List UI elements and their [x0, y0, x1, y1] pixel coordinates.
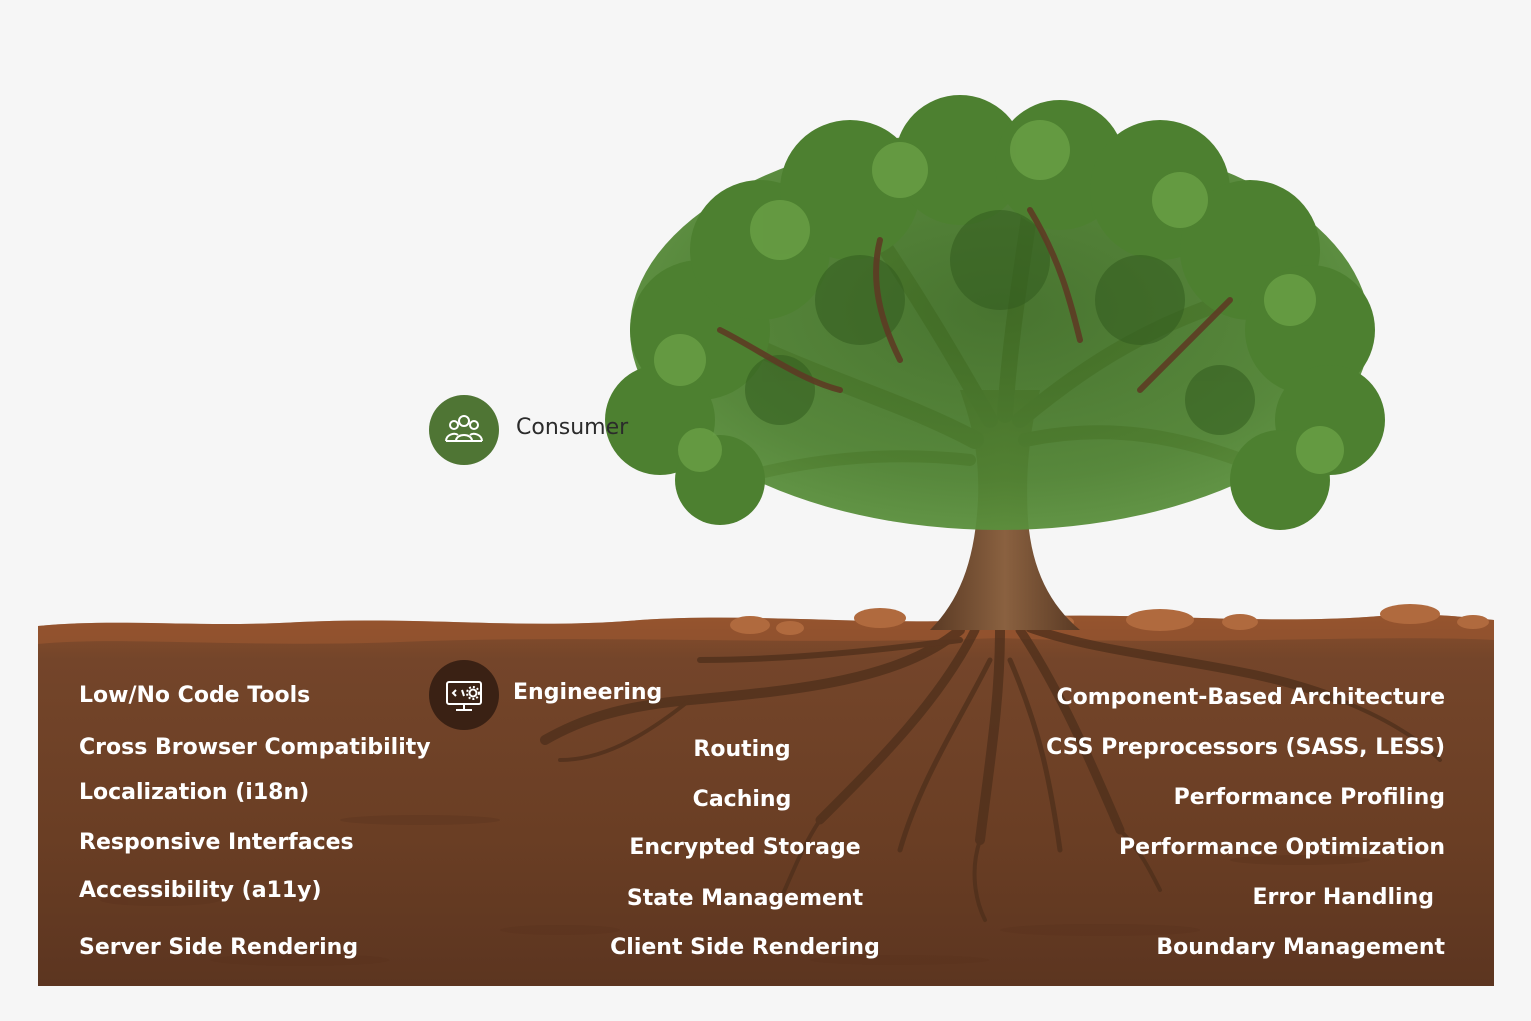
- middle-item: State Management: [626, 886, 864, 911]
- tree-roots: [540, 623, 1442, 922]
- right-item: CSS Preprocessors (SASS, LESS): [1046, 735, 1445, 760]
- right-item: Error Handling: [1252, 885, 1434, 910]
- right-item: Performance Profiling: [1173, 785, 1445, 810]
- monitor-code-gear-icon: [429, 660, 499, 730]
- middle-item: Encrypted Storage: [629, 835, 861, 860]
- engineering-badge: [429, 660, 499, 730]
- left-item: Accessibility (a11y): [79, 878, 322, 903]
- middle-item: Client Side Rendering: [610, 935, 880, 960]
- middle-item: Routing: [693, 737, 791, 762]
- people-group-icon: [429, 395, 499, 465]
- middle-item: Caching: [692, 787, 792, 812]
- left-item: Server Side Rendering: [79, 935, 359, 960]
- left-item: Low/No Code Tools: [79, 683, 311, 708]
- left-item: Responsive Interfaces: [79, 830, 354, 855]
- soil-layer: [38, 604, 1494, 986]
- consumer-badge: [429, 395, 499, 465]
- consumer-label: Consumer: [516, 415, 629, 440]
- left-item: Cross Browser Compatibility: [79, 735, 431, 760]
- right-item: Performance Optimization: [1119, 835, 1445, 860]
- right-item: Boundary Management: [1156, 935, 1445, 960]
- engineering-label: Engineering: [513, 680, 663, 705]
- tree-canopy: [605, 95, 1385, 530]
- left-item: Localization (i18n): [79, 780, 310, 805]
- right-item: Component-Based Architecture: [1056, 685, 1445, 710]
